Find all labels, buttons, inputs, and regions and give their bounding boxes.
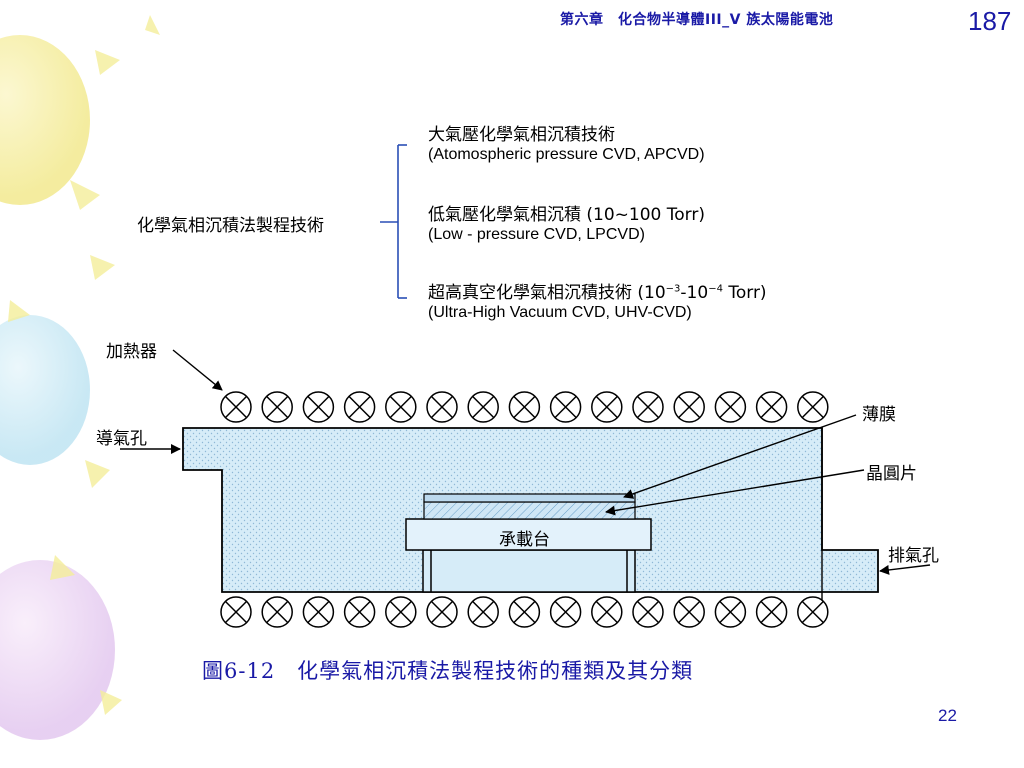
slide-number: 22 — [938, 706, 957, 725]
wafer — [423, 501, 636, 520]
heater-coil-icon — [220, 596, 252, 628]
heater-coil-icon — [261, 596, 293, 628]
tree-root-label: 化學氣相沉積法製程技術 — [137, 216, 324, 236]
heater-arrow — [172, 349, 223, 391]
exhaust-label: 排氣孔 — [888, 546, 939, 566]
heater-coil-icon — [343, 391, 376, 423]
susceptor — [405, 518, 652, 551]
tree-item-3-zh: 超高真空化學氣相沉積技術 (10−3-10−4 Torr) — [428, 278, 767, 303]
tree-item-3-mid: -10 — [680, 283, 709, 303]
purple-balloon-icon — [0, 560, 115, 740]
heater-coil-icon — [673, 596, 705, 628]
heater-coil-icon — [591, 391, 623, 423]
heater-coil-icon — [385, 391, 417, 423]
figure-caption: 圖6-12 化學氣相沉積法製程技術的種類及其分類 — [202, 659, 694, 683]
heater-coil-icon — [591, 596, 623, 628]
heater-coil-icon — [343, 596, 376, 628]
heater-coil-icon — [426, 391, 458, 423]
susceptor-label: 承載台 — [499, 530, 550, 550]
tree-bracket — [380, 144, 407, 299]
heater-coil-icon — [797, 596, 829, 628]
heater-coil-icon — [467, 596, 499, 628]
tree-item-3-suffix: Torr) — [722, 283, 767, 303]
film-arrow — [623, 414, 857, 499]
heater-coil-icon — [549, 391, 582, 423]
tree-item-3-exp2: −4 — [708, 283, 723, 295]
wafer-arrow — [605, 469, 865, 516]
susceptor-base — [422, 549, 636, 593]
blue-balloon-icon — [0, 315, 90, 465]
heater-coil-icon — [797, 391, 829, 423]
tree-item-3-exp1: −3 — [665, 283, 681, 295]
tree-item-3-prefix: 超高真空化學氣相沉積技術 (10 — [428, 283, 666, 303]
heater-coil-icon — [508, 596, 541, 628]
heater-coil-icon — [426, 596, 458, 628]
film-label: 薄膜 — [862, 405, 896, 425]
yellow-balloon-icon — [0, 35, 90, 205]
heater-coil-icon — [714, 391, 747, 423]
heater-coil-icon — [302, 596, 335, 628]
page-number: 187 — [968, 6, 1012, 36]
heater-coil-icon — [467, 391, 499, 423]
heater-coil-icon — [632, 596, 664, 628]
tree-item-2-en: (Low - pressure CVD, LPCVD) — [428, 226, 645, 243]
heater-coil-icon — [261, 391, 293, 423]
gas-inlet-label: 導氣孔 — [96, 429, 147, 449]
heater-coil-icon — [714, 596, 747, 628]
heater-coil-icon — [302, 391, 335, 423]
heater-coil-icon — [632, 391, 664, 423]
heater-coil-icon — [385, 596, 417, 628]
chapter-title: 第六章 化合物半導體III_V 族太陽能電池 — [560, 12, 834, 28]
heater-coil-icon — [508, 391, 541, 423]
heater-coil-icon — [755, 391, 788, 423]
tree-item-2-zh: 低氣壓化學氣相沉積 (10~100 Torr) — [428, 205, 705, 225]
tree-item-1-en: (Atomospheric pressure CVD, APCVD) — [428, 146, 705, 163]
tree-item-1-zh: 大氣壓化學氣相沉積技術 — [428, 125, 615, 145]
tree-item-3-en: (Ultra-High Vacuum CVD, UHV-CVD) — [428, 304, 692, 321]
heater-coil-icon — [673, 391, 705, 423]
exhaust-arrow — [879, 564, 931, 575]
heater-row-top — [220, 391, 829, 423]
wafer-label: 晶圓片 — [866, 464, 917, 484]
thin-film — [423, 493, 636, 503]
heater-label: 加熱器 — [106, 342, 157, 362]
heater-coil-icon — [549, 596, 582, 628]
heater-coil-icon — [755, 596, 788, 628]
heater-row-bottom — [220, 596, 829, 628]
heater-coil-icon — [220, 391, 252, 423]
